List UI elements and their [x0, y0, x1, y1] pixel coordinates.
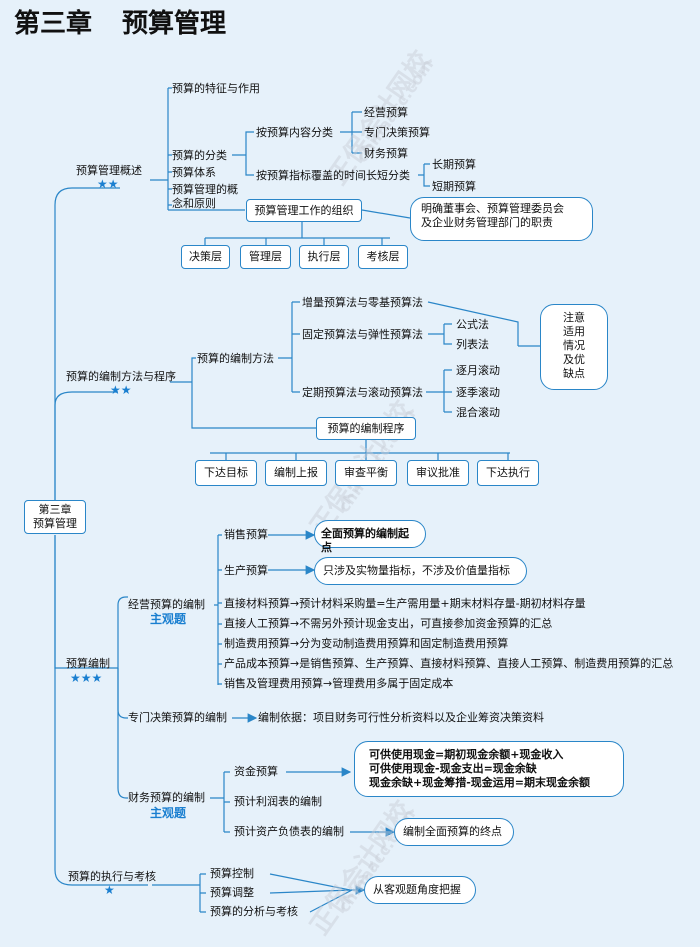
op-product-cost: 产品成本预算→是销售预算、生产预算、直接材料预算、直接人工预算、制造费用预算的汇… [224, 657, 674, 670]
sec1-item-principles-2: 念和原则 [172, 197, 216, 210]
cls-by-content: 按预算内容分类 [256, 126, 333, 139]
flex-formula: 公式法 [456, 318, 489, 331]
special-note: 编制依据：项目财务可行性分析资料以及企业筹资决策资料 [258, 711, 544, 724]
flex-table: 列表法 [456, 338, 489, 351]
op-direct-labor: 直接人工预算→不需另外预计现金支出，可直接参加资金预算的汇总 [224, 617, 553, 630]
sec1-item-features: 预算的特征与作用 [172, 82, 260, 95]
level-execution: 执行层 [299, 245, 349, 269]
cls-financial: 财务预算 [364, 147, 408, 160]
pro-forma-income: 预计利润表的编制 [234, 795, 322, 808]
sec4-stars: ★ [104, 883, 115, 897]
page-title: 第三章预算管理 [14, 8, 256, 40]
sec1-stars: ★★ [97, 177, 119, 191]
balance-note: 编制全面预算的终点 [394, 818, 514, 846]
cash-budget: 资金预算 [234, 765, 278, 778]
fin-key: 主观题 [150, 806, 187, 820]
root-node: 第三章 预算管理 [24, 500, 86, 534]
sec2-stars: ★★ [110, 383, 132, 397]
sec3-stars: ★★★ [70, 671, 103, 685]
op-overhead: 制造费用预算→分为变动制造费用预算和固定制造费用预算 [224, 637, 509, 650]
method-flexible: 固定预算法与弹性预算法 [302, 328, 423, 341]
level-management: 管理层 [240, 245, 291, 269]
exec-analysis: 预算的分析与考核 [210, 905, 298, 918]
procedure-box: 预算的编制程序 [316, 417, 416, 440]
method-incremental: 增量预算法与零基预算法 [302, 296, 423, 309]
cls-short-term: 短期预算 [432, 180, 476, 193]
org-note: 明确董事会、预算管理委员会 及企业财务管理部门的职责 [410, 197, 593, 241]
sec1-item-classification: 预算的分类 [172, 149, 227, 162]
sec2-label: 预算的编制方法与程序 [66, 370, 176, 383]
production-note: 只涉及实物量指标，不涉及价值量指标 [314, 557, 527, 585]
org-box: 预算管理工作的组织 [246, 199, 362, 222]
cls-operating: 经营预算 [364, 106, 408, 119]
chapter-name: 预算管理 [122, 9, 227, 39]
fin-label: 财务预算的编制 [128, 791, 205, 804]
rolling-monthly: 逐月滚动 [456, 364, 500, 377]
exec-control: 预算控制 [210, 867, 254, 880]
chapter-number: 第三章 [14, 9, 93, 39]
step-compile: 编制上报 [265, 460, 327, 486]
cash-note: 可供使用现金=期初现金余额+现金收入 可供使用现金-现金支出=现金余缺 现金余缺… [354, 741, 624, 797]
sec1-label: 预算管理概述 [76, 164, 142, 177]
methods-note: 注意 适用 情况 及优 缺点 [540, 304, 608, 390]
sec1-item-system: 预算体系 [172, 166, 216, 179]
step-approve: 审议批准 [407, 460, 469, 486]
sales-note: 全面预算的编制起点 [314, 520, 426, 554]
cls-by-time: 按预算指标覆盖的时间长短分类 [256, 169, 410, 182]
rolling-mixed: 混合滚动 [456, 406, 500, 419]
exec-note: 从客观题角度把握 [364, 876, 476, 904]
op-selling-admin: 销售及管理费用预算→管理费用多属于固定成本 [224, 677, 454, 690]
exec-adjust: 预算调整 [210, 886, 254, 899]
special-label: 专门决策预算的编制 [128, 711, 227, 724]
sales-budget: 销售预算 [224, 528, 268, 541]
sec1-item-principles-1: 预算管理的概 [172, 183, 238, 196]
methods-label: 预算的编制方法 [197, 352, 274, 365]
cls-special: 专门决策预算 [364, 126, 430, 139]
production-budget: 生产预算 [224, 564, 268, 577]
sec3-label: 预算编制 [66, 657, 110, 670]
op-label: 经营预算的编制 [128, 598, 205, 611]
sec4-label: 预算的执行与考核 [68, 870, 156, 883]
op-key: 主观题 [150, 612, 187, 626]
op-direct-materials: 直接材料预算→预计材料采购量=生产需用量+期末材料存量-期初材料存量 [224, 597, 586, 610]
level-assessment: 考核层 [358, 245, 408, 269]
cls-long-term: 长期预算 [432, 158, 476, 171]
step-execute: 下达执行 [477, 460, 539, 486]
step-review: 审查平衡 [335, 460, 397, 486]
level-decision: 决策层 [181, 245, 230, 269]
pro-forma-balance: 预计资产负债表的编制 [234, 825, 344, 838]
step-issue-target: 下达目标 [195, 460, 257, 486]
rolling-quarterly: 逐季滚动 [456, 386, 500, 399]
method-rolling: 定期预算法与滚动预算法 [302, 386, 423, 399]
